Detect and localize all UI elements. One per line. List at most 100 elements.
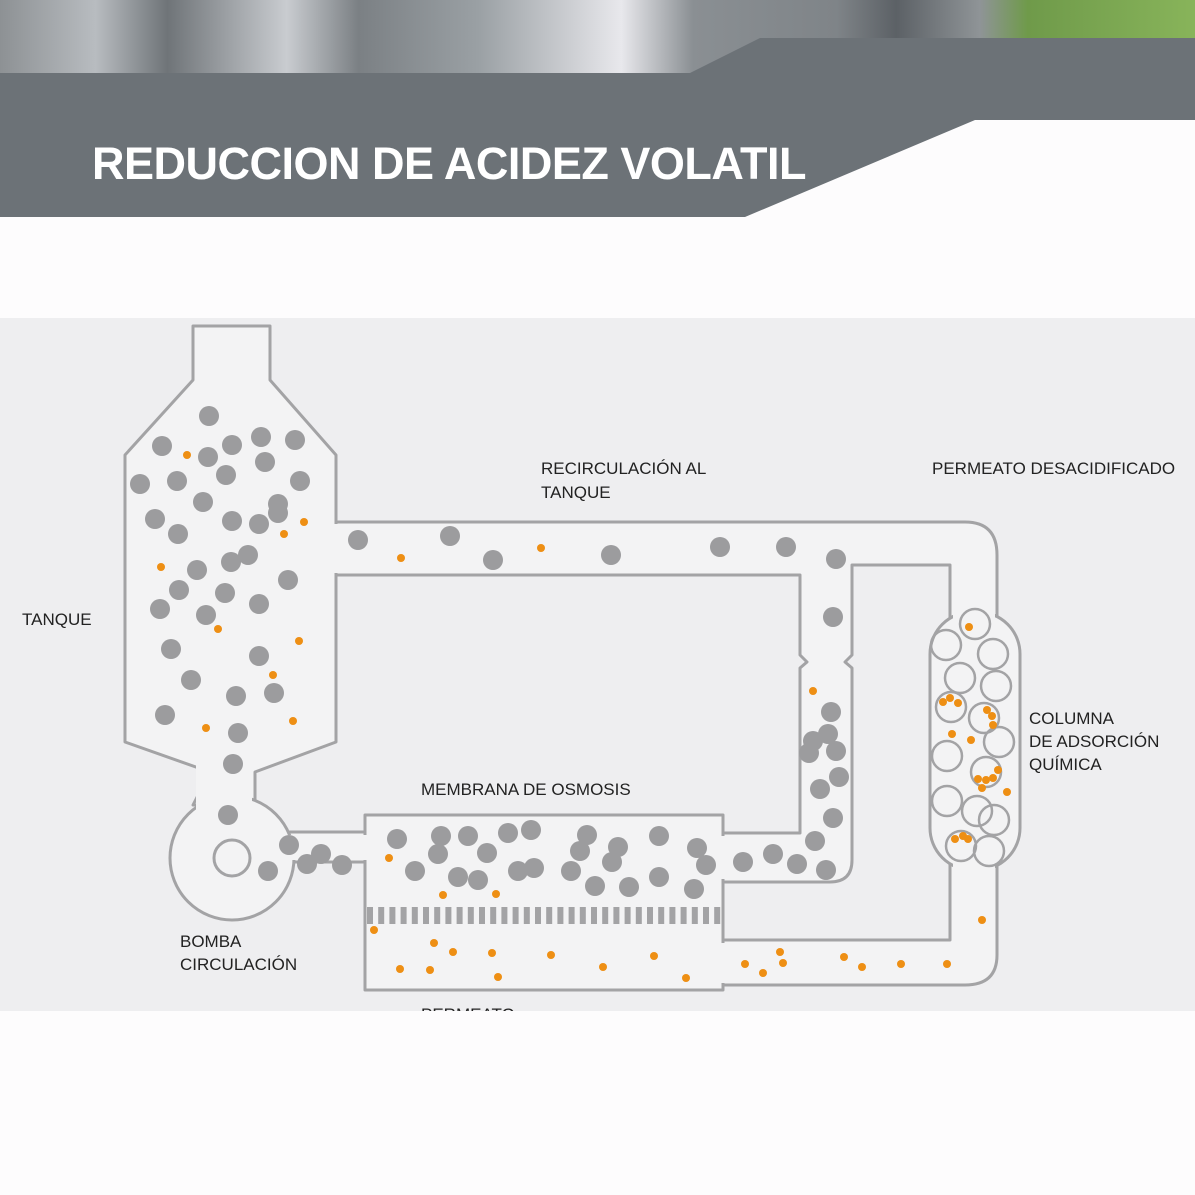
membrane-pore bbox=[602, 907, 609, 924]
pump-impeller bbox=[212, 838, 252, 878]
molecule bbox=[249, 646, 269, 666]
molecule bbox=[198, 447, 218, 467]
membrane-pore bbox=[557, 907, 564, 924]
acid-particle bbox=[439, 891, 447, 899]
acid-particle bbox=[982, 776, 990, 784]
molecule bbox=[826, 741, 846, 761]
molecule bbox=[570, 841, 590, 861]
molecule bbox=[222, 435, 242, 455]
molecule bbox=[477, 843, 497, 863]
membrane-pore bbox=[434, 907, 441, 924]
label-column-2: DE ADSORCIÓN bbox=[1029, 732, 1160, 751]
molecule bbox=[155, 705, 175, 725]
molecule bbox=[348, 530, 368, 550]
acid-particle bbox=[994, 766, 1002, 774]
acid-particle bbox=[741, 960, 749, 968]
acid-particle bbox=[964, 835, 972, 843]
molecule bbox=[448, 867, 468, 887]
adsorption-bead bbox=[960, 794, 994, 828]
molecule bbox=[763, 844, 783, 864]
label-membrane: MEMBRANA DE OSMOSIS bbox=[421, 780, 631, 799]
acid-particle bbox=[494, 973, 502, 981]
molecule bbox=[187, 560, 207, 580]
acid-particle bbox=[779, 959, 787, 967]
acid-particle bbox=[897, 960, 905, 968]
membrane-pore bbox=[568, 907, 575, 924]
molecule bbox=[238, 545, 258, 565]
membrane-pore bbox=[490, 907, 497, 924]
molecule bbox=[169, 580, 189, 600]
membrane-pore bbox=[546, 907, 553, 924]
molecule bbox=[440, 526, 460, 546]
molecule bbox=[145, 509, 165, 529]
molecule bbox=[508, 861, 528, 881]
molecule bbox=[405, 861, 425, 881]
molecule bbox=[696, 855, 716, 875]
molecule bbox=[167, 471, 187, 491]
molecule bbox=[216, 465, 236, 485]
molecule bbox=[249, 514, 269, 534]
membrane-pore bbox=[613, 907, 620, 924]
acid-particle bbox=[370, 926, 378, 934]
acid-particle bbox=[840, 953, 848, 961]
molecule bbox=[249, 594, 269, 614]
acid-particle bbox=[965, 623, 973, 631]
acid-particle bbox=[946, 694, 954, 702]
molecule bbox=[787, 854, 807, 874]
acid-particle bbox=[385, 854, 393, 862]
acid-particle bbox=[295, 637, 303, 645]
membrane-pore bbox=[479, 907, 485, 924]
acid-particle bbox=[214, 625, 222, 633]
molecule bbox=[733, 852, 753, 872]
molecule bbox=[311, 844, 331, 864]
label-column-3: QUÍMICA bbox=[1029, 755, 1102, 774]
membrane-pore bbox=[591, 907, 597, 924]
acid-particle bbox=[939, 698, 947, 706]
adsorption-bead bbox=[930, 784, 964, 818]
molecule bbox=[687, 838, 707, 858]
acid-particle bbox=[776, 948, 784, 956]
molecule bbox=[150, 599, 170, 619]
membrane-pore bbox=[501, 907, 508, 924]
molecule bbox=[524, 858, 544, 878]
acid-particle bbox=[974, 775, 982, 783]
molecule bbox=[826, 549, 846, 569]
label-pump-1: BOMBA bbox=[180, 932, 242, 951]
membrane-pore bbox=[635, 907, 642, 924]
membrane-pore bbox=[535, 907, 541, 924]
membrane-pore bbox=[579, 907, 586, 924]
molecule bbox=[332, 855, 352, 875]
adsorption-bead bbox=[972, 834, 1006, 868]
wine-molecules bbox=[130, 406, 849, 899]
label-recirculation-2: TANQUE bbox=[541, 483, 611, 502]
acid-particle bbox=[280, 530, 288, 538]
acid-particle bbox=[809, 687, 817, 695]
membrane-pore bbox=[456, 907, 463, 924]
page-title: REDUCCION DE ACIDEZ VOLATIL bbox=[92, 138, 807, 189]
membrane-pore bbox=[523, 907, 530, 924]
membrane-pore bbox=[467, 907, 474, 924]
molecule bbox=[818, 724, 838, 744]
acid-particle bbox=[759, 969, 767, 977]
molecule bbox=[498, 823, 518, 843]
molecule bbox=[251, 427, 271, 447]
molecule bbox=[278, 570, 298, 590]
membrane-filter bbox=[367, 907, 721, 924]
label-pump-2: CIRCULACIÓN bbox=[180, 955, 298, 974]
adsorption-bead bbox=[982, 725, 1016, 759]
membrane-pore bbox=[400, 907, 407, 924]
label-tank: TANQUE bbox=[22, 610, 92, 629]
title-banner bbox=[0, 38, 1195, 217]
molecule bbox=[608, 837, 628, 857]
membrane-pore bbox=[378, 907, 385, 924]
membrane-pore bbox=[367, 907, 373, 924]
membrane-pore bbox=[411, 907, 418, 924]
acid-particle bbox=[300, 518, 308, 526]
membrane-pore bbox=[703, 907, 709, 924]
acid-particle bbox=[967, 736, 975, 744]
molecule bbox=[161, 639, 181, 659]
molecule bbox=[821, 702, 841, 722]
membrane-pore bbox=[714, 907, 721, 924]
label-recirculation-1: RECIRCULACIÓN AL bbox=[541, 459, 707, 478]
adsorption-bead bbox=[977, 803, 1011, 837]
